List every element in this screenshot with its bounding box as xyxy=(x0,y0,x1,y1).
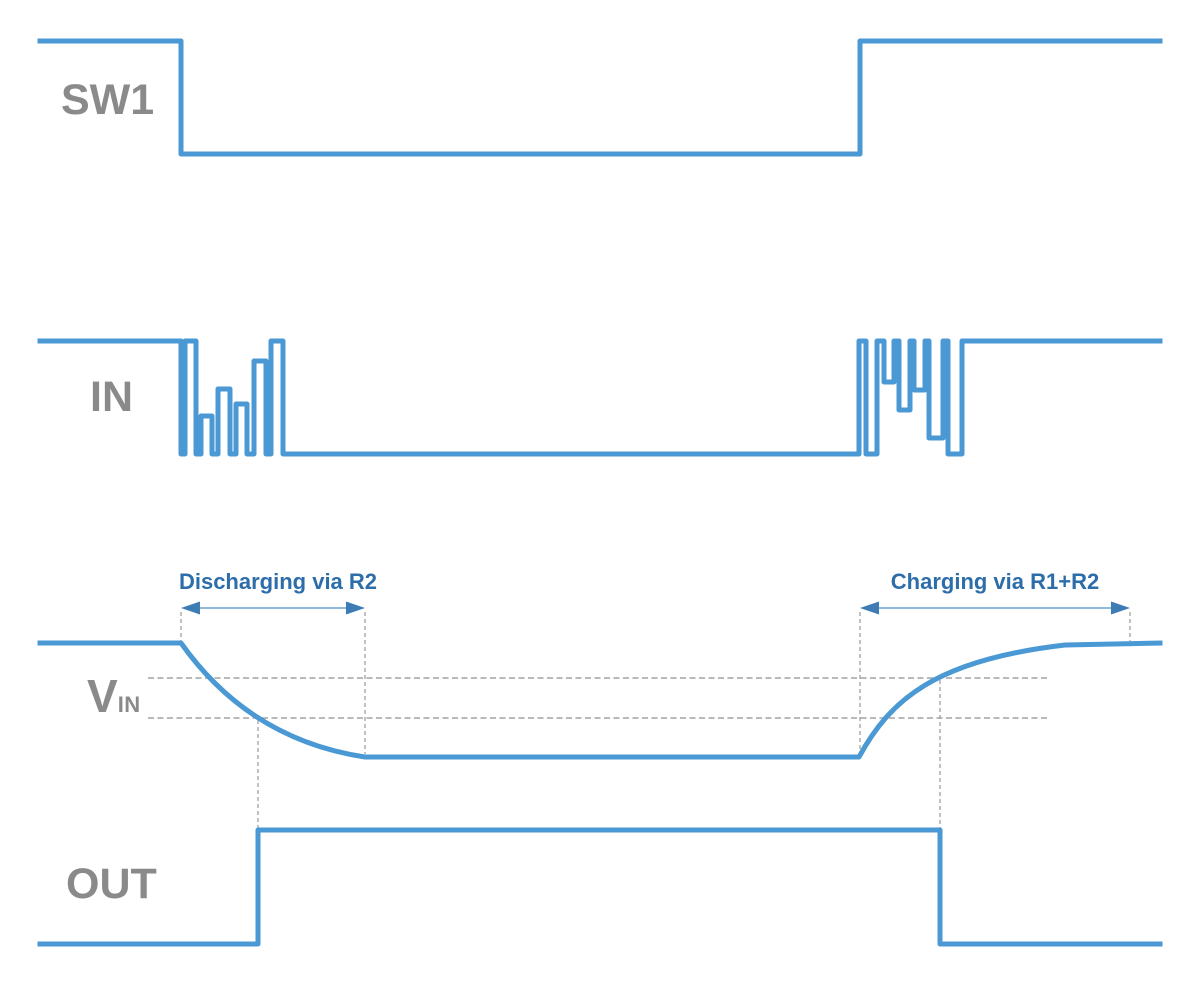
vin-waveform xyxy=(37,640,1163,760)
out-label: OUT xyxy=(66,860,157,908)
vin-label-sub: IN xyxy=(117,692,141,717)
in-waveform xyxy=(37,338,1163,457)
discharge-annotation: Discharging via R2 xyxy=(178,569,378,594)
arrow-left-icon xyxy=(860,601,879,615)
sw1-waveform xyxy=(37,38,1163,157)
arrow-right-icon xyxy=(1111,601,1130,615)
arrow-left-icon xyxy=(181,601,200,615)
arrow-right-icon xyxy=(346,601,365,615)
vin-label: VIN xyxy=(87,673,141,719)
in-label: IN xyxy=(90,373,133,421)
charge-annotation: Charging via R1+R2 xyxy=(890,569,1100,594)
vin-label-main: V xyxy=(87,670,118,722)
sw1-label: SW1 xyxy=(61,76,155,124)
out-waveform xyxy=(37,827,1163,947)
